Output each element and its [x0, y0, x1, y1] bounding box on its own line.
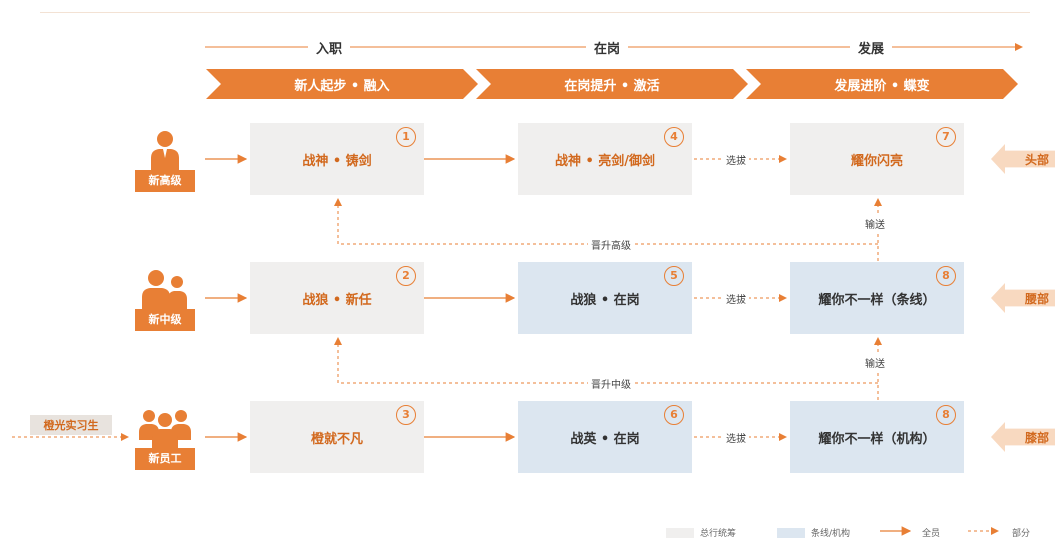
box-4-number: 4	[664, 127, 684, 147]
legend-all-label: 全员	[922, 529, 941, 539]
group-icon	[135, 400, 195, 448]
legend-all: 全员	[922, 526, 940, 539]
box-6-text: 战英 • 在岗	[570, 431, 640, 447]
transfer-label-upper: 输送	[862, 216, 888, 231]
box-7-text: 耀你闪亮	[850, 153, 903, 169]
box-1-text: 战神 • 铸剑	[302, 153, 372, 169]
box-1-number: 1	[396, 127, 416, 147]
two-people-icon	[135, 261, 195, 309]
knee-dept-label: 膝部	[1024, 430, 1049, 445]
box-6: 战英 • 在岗 6	[518, 401, 692, 473]
role-middle-label: 新中级	[135, 309, 195, 331]
stage-onjob: 在岗	[586, 38, 629, 57]
select-label-3: 选拔	[723, 430, 749, 445]
top-divider	[40, 12, 1030, 13]
promote-senior-label: 晋升高级	[588, 237, 634, 252]
box-5-text: 战狼 • 在岗	[570, 292, 640, 308]
select-label-1: 选拔	[723, 152, 749, 167]
box-7-number: 7	[936, 127, 956, 147]
legend-part-label: 部分	[1012, 529, 1031, 539]
legend-gray-swatch	[666, 527, 694, 538]
arrow-promote-senior	[334, 198, 878, 245]
legend-general: 总行统筹	[666, 526, 736, 539]
arrow-promote-middle	[334, 337, 878, 384]
chevron-onboard: 新人起步 • 融入	[206, 69, 478, 99]
box-3: 橙就不凡 3	[250, 401, 424, 473]
waist-dept-label: 腰部	[1024, 291, 1049, 306]
box-8-line-text: 耀你不一样（条线）	[818, 292, 936, 308]
legend-general-label: 总行统筹	[700, 529, 737, 539]
box-4: 战神 • 亮剑/御剑 4	[518, 123, 692, 195]
box-8-org-number: 8	[936, 405, 956, 425]
box-2-text: 战狼 • 新任	[302, 292, 372, 308]
role-senior-label: 新高级	[135, 170, 195, 192]
role-middle: 新中级	[135, 261, 195, 331]
legend-branch-label: 条线/机构	[811, 529, 851, 539]
legend-blue-swatch	[777, 527, 805, 538]
chevron-develop: 发展进阶 • 蝶变	[746, 69, 1018, 99]
box-6-number: 6	[664, 405, 684, 425]
box-8-line-number: 8	[936, 266, 956, 286]
box-8-line: 耀你不一样（条线） 8	[790, 262, 964, 334]
box-4-text: 战神 • 亮剑/御剑	[554, 153, 656, 169]
box-1: 战神 • 铸剑 1	[250, 123, 424, 195]
select-label-2: 选拔	[723, 291, 749, 306]
box-5-number: 5	[664, 266, 684, 286]
stage-develop: 发展	[850, 38, 893, 57]
transfer-label-lower: 输送	[862, 355, 888, 370]
legend-branch: 条线/机构	[777, 526, 850, 539]
senior-person-icon	[135, 122, 195, 170]
promote-middle-label: 晋升中级	[588, 376, 634, 391]
role-senior: 新高级	[135, 122, 195, 192]
stage-onboard: 入职	[308, 38, 351, 57]
role-staff: 新员工	[135, 400, 195, 470]
intern-tag: 橙光实习生	[30, 415, 112, 435]
box-2-number: 2	[396, 266, 416, 286]
head-dept-label: 头部	[1024, 152, 1049, 167]
box-5: 战狼 • 在岗 5	[518, 262, 692, 334]
chevron-onjob: 在岗提升 • 激活	[476, 69, 748, 99]
box-3-number: 3	[396, 405, 416, 425]
legend-part: 部分	[1012, 526, 1030, 539]
box-8-org-text: 耀你不一样（机构）	[818, 431, 936, 447]
box-8-org: 耀你不一样（机构） 8	[790, 401, 964, 473]
box-2: 战狼 • 新任 2	[250, 262, 424, 334]
box-7: 耀你闪亮 7	[790, 123, 964, 195]
role-staff-label: 新员工	[135, 448, 195, 470]
box-3-text: 橙就不凡	[310, 431, 363, 447]
